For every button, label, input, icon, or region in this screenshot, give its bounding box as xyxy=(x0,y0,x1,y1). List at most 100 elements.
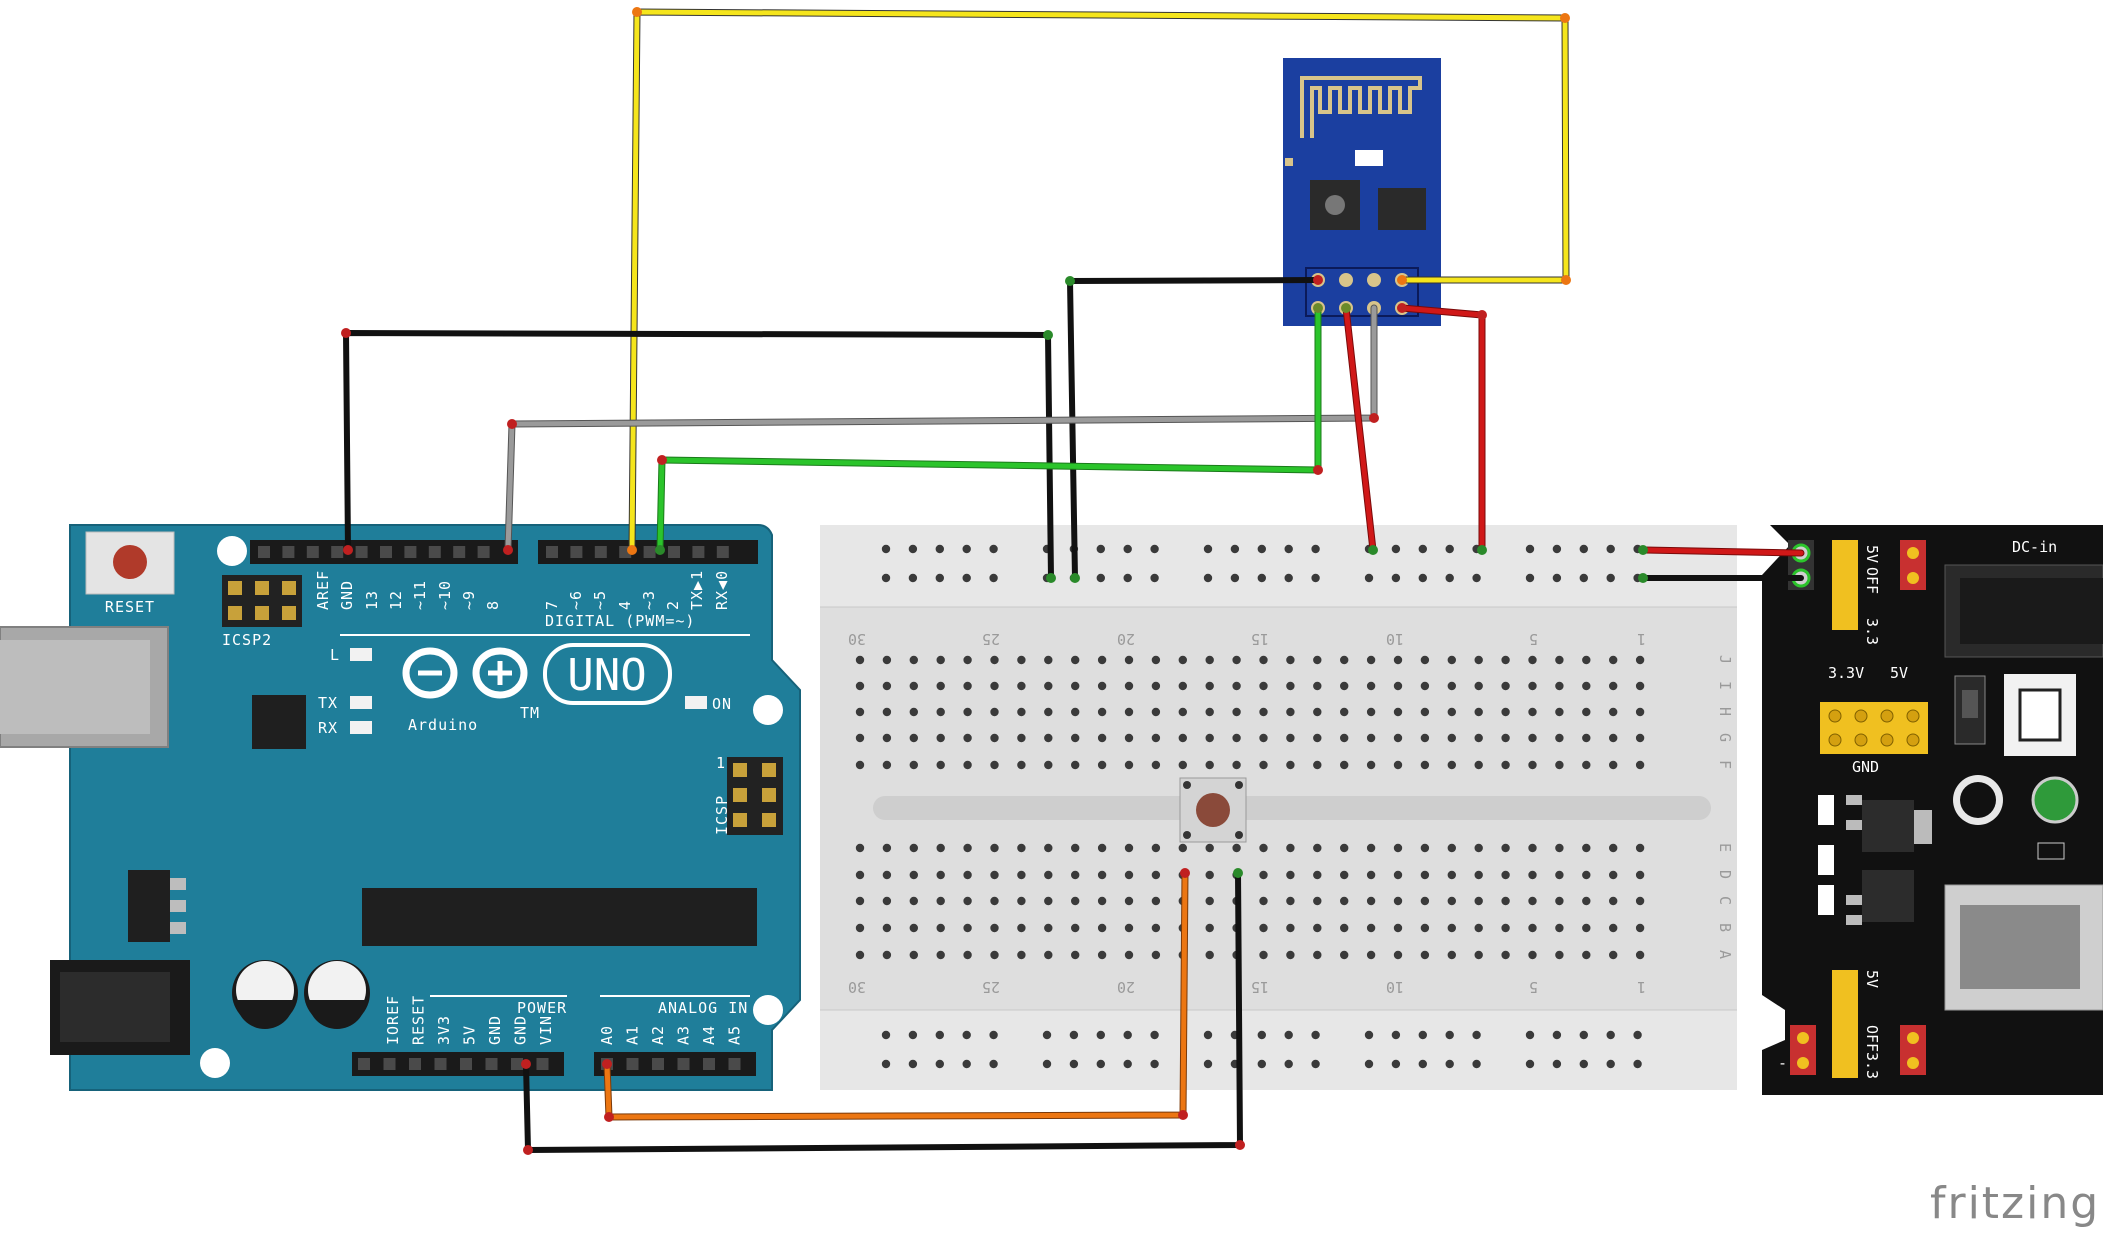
wires xyxy=(341,7,1805,1155)
dc-in-label: DC-in xyxy=(2012,538,2057,556)
analog-pin-label: A1 xyxy=(624,1025,642,1045)
jumper-top[interactable] xyxy=(1832,540,1858,630)
digital-pin-label: 12 xyxy=(387,590,405,610)
power-pin-label: GND xyxy=(486,1015,504,1045)
jumper-bottom-5v: 5V xyxy=(1863,970,1881,988)
power-pin-label: RESET xyxy=(410,995,428,1045)
analog-pin-label: A3 xyxy=(675,1025,693,1045)
plus-label: + xyxy=(1776,1026,1785,1044)
jumper-top-5v: 5V xyxy=(1863,545,1881,563)
bb-col-number-bottom: 10 xyxy=(1386,978,1404,996)
atmega-chip xyxy=(362,888,757,946)
analog-pin-label: A4 xyxy=(700,1025,718,1045)
wire-black-gnd[interactable] xyxy=(343,330,1054,581)
breadboard-center-channel xyxy=(873,796,1711,820)
bb-row-letter: D xyxy=(1716,870,1734,879)
bb-col-number-top: 25 xyxy=(982,630,1000,648)
analog-pin-label: A2 xyxy=(649,1025,667,1045)
capacitor-1 xyxy=(232,960,298,1029)
antenna-trace xyxy=(1300,76,1422,138)
v5-label: 5V xyxy=(1890,664,1908,682)
fritzing-watermark: fritzing xyxy=(1930,1178,2100,1229)
jumper-bottom-33: 3.3 xyxy=(1863,1052,1881,1079)
led-tx-label: TX xyxy=(318,694,338,712)
flash-chip xyxy=(1378,188,1426,230)
bb-col-number-top: 30 xyxy=(848,630,866,648)
power-pin-label: 5V xyxy=(461,1025,479,1045)
bb-row-letter: C xyxy=(1716,896,1734,905)
led-rx-label: RX xyxy=(318,719,338,737)
capacitor-2 xyxy=(304,960,370,1029)
digital-pin-label: GND xyxy=(338,580,356,610)
icsp2-header xyxy=(222,575,302,627)
analog-label: ANALOG IN xyxy=(658,999,748,1017)
esp01-module xyxy=(1283,58,1441,326)
bb-col-number-bottom: 20 xyxy=(1117,978,1135,996)
push-button[interactable] xyxy=(1179,777,1247,843)
uno-label: UNO xyxy=(567,650,646,701)
voltage-regulator xyxy=(128,870,186,942)
icsp2-label: ICSP2 xyxy=(222,631,272,649)
led-l-label: L xyxy=(330,646,340,664)
digital-pin-label: 13 xyxy=(363,590,381,610)
bb-col-number-top: 5 xyxy=(1529,630,1538,648)
power-pin-label: VIN xyxy=(537,1015,555,1045)
bb-row-letter: B xyxy=(1716,923,1734,932)
digital-pin-label: AREF xyxy=(314,570,332,610)
digital-pin-label: 2 xyxy=(664,600,682,610)
digital-pin-label: 8 xyxy=(484,600,502,610)
reset-label: RESET xyxy=(105,598,155,616)
analog-pin-label: A0 xyxy=(598,1025,616,1045)
digital-pin-label: ~9 xyxy=(460,590,478,610)
power-pin-label: GND xyxy=(512,1015,530,1045)
led-on-label: ON xyxy=(712,695,732,713)
jumper-bottom-off: OFF xyxy=(1863,1025,1881,1052)
digital-pin-label: ~5 xyxy=(591,590,609,610)
bb-row-letter: G xyxy=(1716,733,1734,742)
minus-label: - xyxy=(1778,1054,1787,1072)
jumper-top-33: 3.3 xyxy=(1863,618,1881,645)
led-rx xyxy=(350,721,372,734)
bb-col-number-bottom: 1 xyxy=(1637,978,1646,996)
wire-red-esp-ch[interactable] xyxy=(1398,304,1486,554)
bb-col-number-top: 10 xyxy=(1386,630,1404,648)
bb-row-letter: E xyxy=(1716,843,1734,852)
digital-pin-label: ~3 xyxy=(640,590,658,610)
digital-pin-label: 7 xyxy=(543,600,561,610)
bb-col-number-bottom: 25 xyxy=(982,978,1000,996)
wire-black-button[interactable] xyxy=(523,870,1243,1153)
icsp-label: ICSP xyxy=(713,795,731,835)
bb-col-number-bottom: 5 xyxy=(1529,978,1538,996)
reset-button[interactable] xyxy=(85,531,175,595)
power-label: POWER xyxy=(517,999,567,1017)
icsp-header xyxy=(727,757,783,835)
v33-label: 3.3V xyxy=(1828,664,1864,682)
arduino-trademark: TM xyxy=(520,704,540,722)
arduino-logo xyxy=(402,647,528,699)
jumper-top-off: OFF xyxy=(1863,567,1881,594)
digital-pin-label: 4 xyxy=(616,600,634,610)
bb-row-letter: A xyxy=(1716,950,1734,959)
bb-col-number-top: 15 xyxy=(1251,630,1269,648)
digital-header xyxy=(250,540,758,564)
wire-gray[interactable] xyxy=(504,304,1378,554)
jumper-bottom[interactable] xyxy=(1832,970,1858,1078)
icsp-pin1: 1 xyxy=(716,754,726,772)
power-pin-label: 3V3 xyxy=(435,1015,453,1045)
power-led xyxy=(2031,776,2079,824)
power-supply-module: DC-in 5V OFF 3.3 3.3V 5V GND xyxy=(1762,525,2103,1095)
digital-pin-label: RX◀0 xyxy=(713,570,731,610)
bb-col-number-bottom: 15 xyxy=(1251,978,1269,996)
arduino-brand: Arduino xyxy=(408,716,478,734)
bb-row-letter: J xyxy=(1716,655,1734,664)
wire-green[interactable] xyxy=(656,304,1322,554)
led-on xyxy=(685,696,707,709)
digital-pin-label: ~10 xyxy=(436,580,454,610)
bb-row-letter: I xyxy=(1716,681,1734,690)
bb-row-letter: H xyxy=(1716,707,1734,716)
led-l xyxy=(350,648,372,661)
bb-col-number-top: 20 xyxy=(1117,630,1135,648)
bb-col-number-top: 1 xyxy=(1637,630,1646,648)
